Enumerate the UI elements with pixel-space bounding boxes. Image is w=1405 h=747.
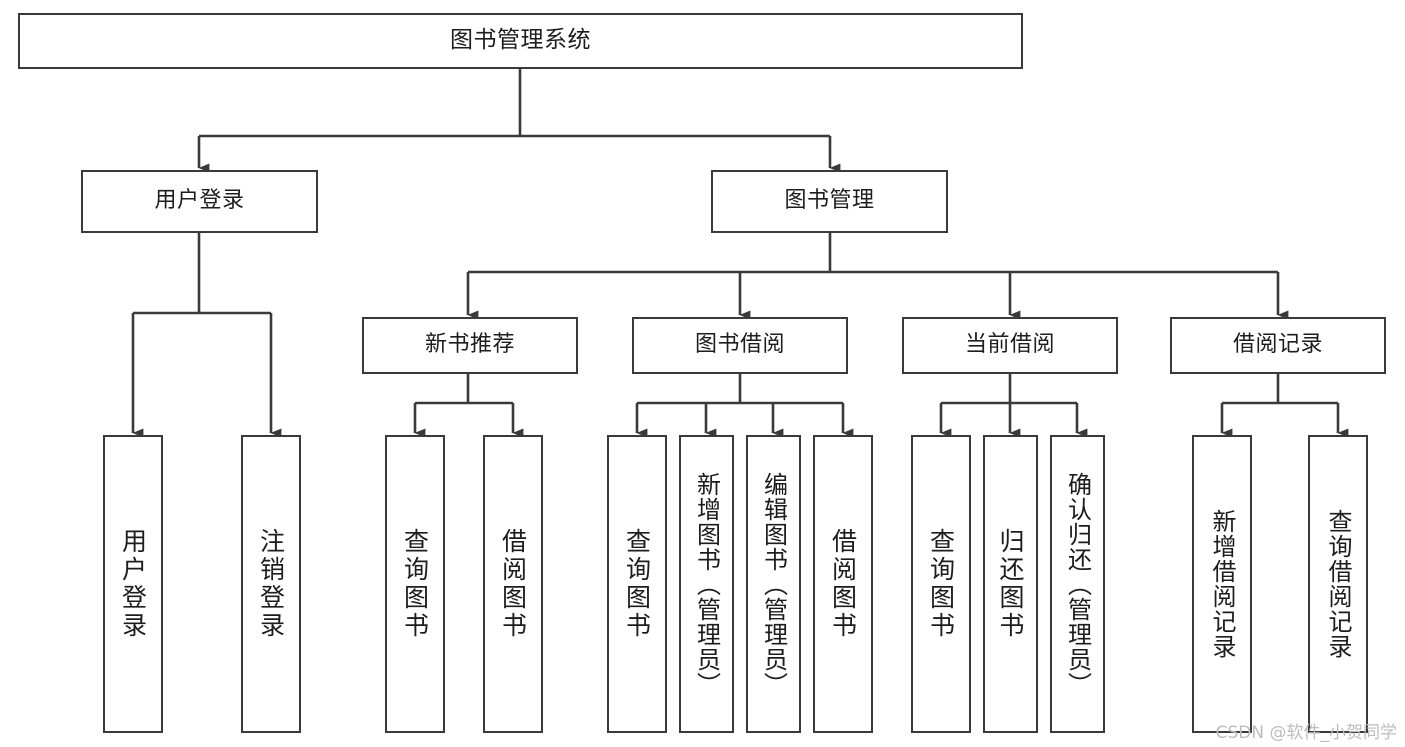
node-book-management[interactable]: 图书管理 (711, 170, 948, 233)
node-new-book-recommendation[interactable]: 新书推荐 (362, 317, 578, 374)
node-label: 注销登录 (256, 528, 286, 640)
node-label: 图书管理 (784, 188, 875, 214)
node-label: 查询图书 (926, 528, 956, 640)
node-label: 用户登录 (154, 188, 245, 214)
leaf-borrow-book-1[interactable]: 借阅图书 (483, 435, 543, 733)
node-label: 新书推荐 (424, 332, 515, 358)
leaf-edit-book-admin[interactable]: 编辑图书（管理员） (746, 435, 801, 733)
node-label: 图书管理系统 (450, 27, 591, 54)
node-label: 用户登录 (118, 528, 148, 640)
node-label: 借阅图书 (498, 528, 528, 640)
node-label: 归还图书 (996, 528, 1025, 640)
node-label: 当前借阅 (964, 332, 1055, 358)
leaf-query-book-2[interactable]: 查询图书 (607, 435, 667, 733)
node-label: 借阅记录 (1232, 332, 1323, 358)
node-book-borrow[interactable]: 图书借阅 (632, 317, 848, 374)
leaf-borrow-book-2[interactable]: 借阅图书 (813, 435, 873, 733)
node-label: 查询图书 (400, 528, 430, 640)
node-label: 新增图书（管理员） (692, 471, 721, 697)
leaf-add-book-admin[interactable]: 新增图书（管理员） (679, 435, 734, 733)
node-user-login[interactable]: 用户登录 (81, 170, 318, 233)
node-label: 新增借阅记录 (1208, 509, 1236, 659)
leaf-query-borrow-record[interactable]: 查询借阅记录 (1308, 435, 1368, 733)
node-label: 借阅图书 (828, 528, 858, 640)
leaf-user-login[interactable]: 用户登录 (103, 435, 163, 733)
node-label: 图书借阅 (694, 332, 785, 358)
node-label: 确认归还（管理员） (1063, 471, 1092, 697)
leaf-confirm-return-admin[interactable]: 确认归还（管理员） (1050, 435, 1105, 733)
leaf-logout[interactable]: 注销登录 (241, 435, 301, 733)
node-current-borrow[interactable]: 当前借阅 (902, 317, 1118, 374)
csdn-watermark: CSDN @软件_小贺同学 (1215, 723, 1397, 743)
leaf-return-book[interactable]: 归还图书 (983, 435, 1038, 733)
leaf-query-book-1[interactable]: 查询图书 (385, 435, 445, 733)
node-borrow-record[interactable]: 借阅记录 (1170, 317, 1386, 374)
node-label: 编辑图书（管理员） (759, 471, 788, 697)
leaf-add-borrow-record[interactable]: 新增借阅记录 (1192, 435, 1252, 733)
leaf-query-book-3[interactable]: 查询图书 (911, 435, 971, 733)
node-root-book-management-system[interactable]: 图书管理系统 (18, 13, 1023, 69)
node-label: 查询借阅记录 (1324, 509, 1352, 659)
node-label: 查询图书 (622, 528, 652, 640)
